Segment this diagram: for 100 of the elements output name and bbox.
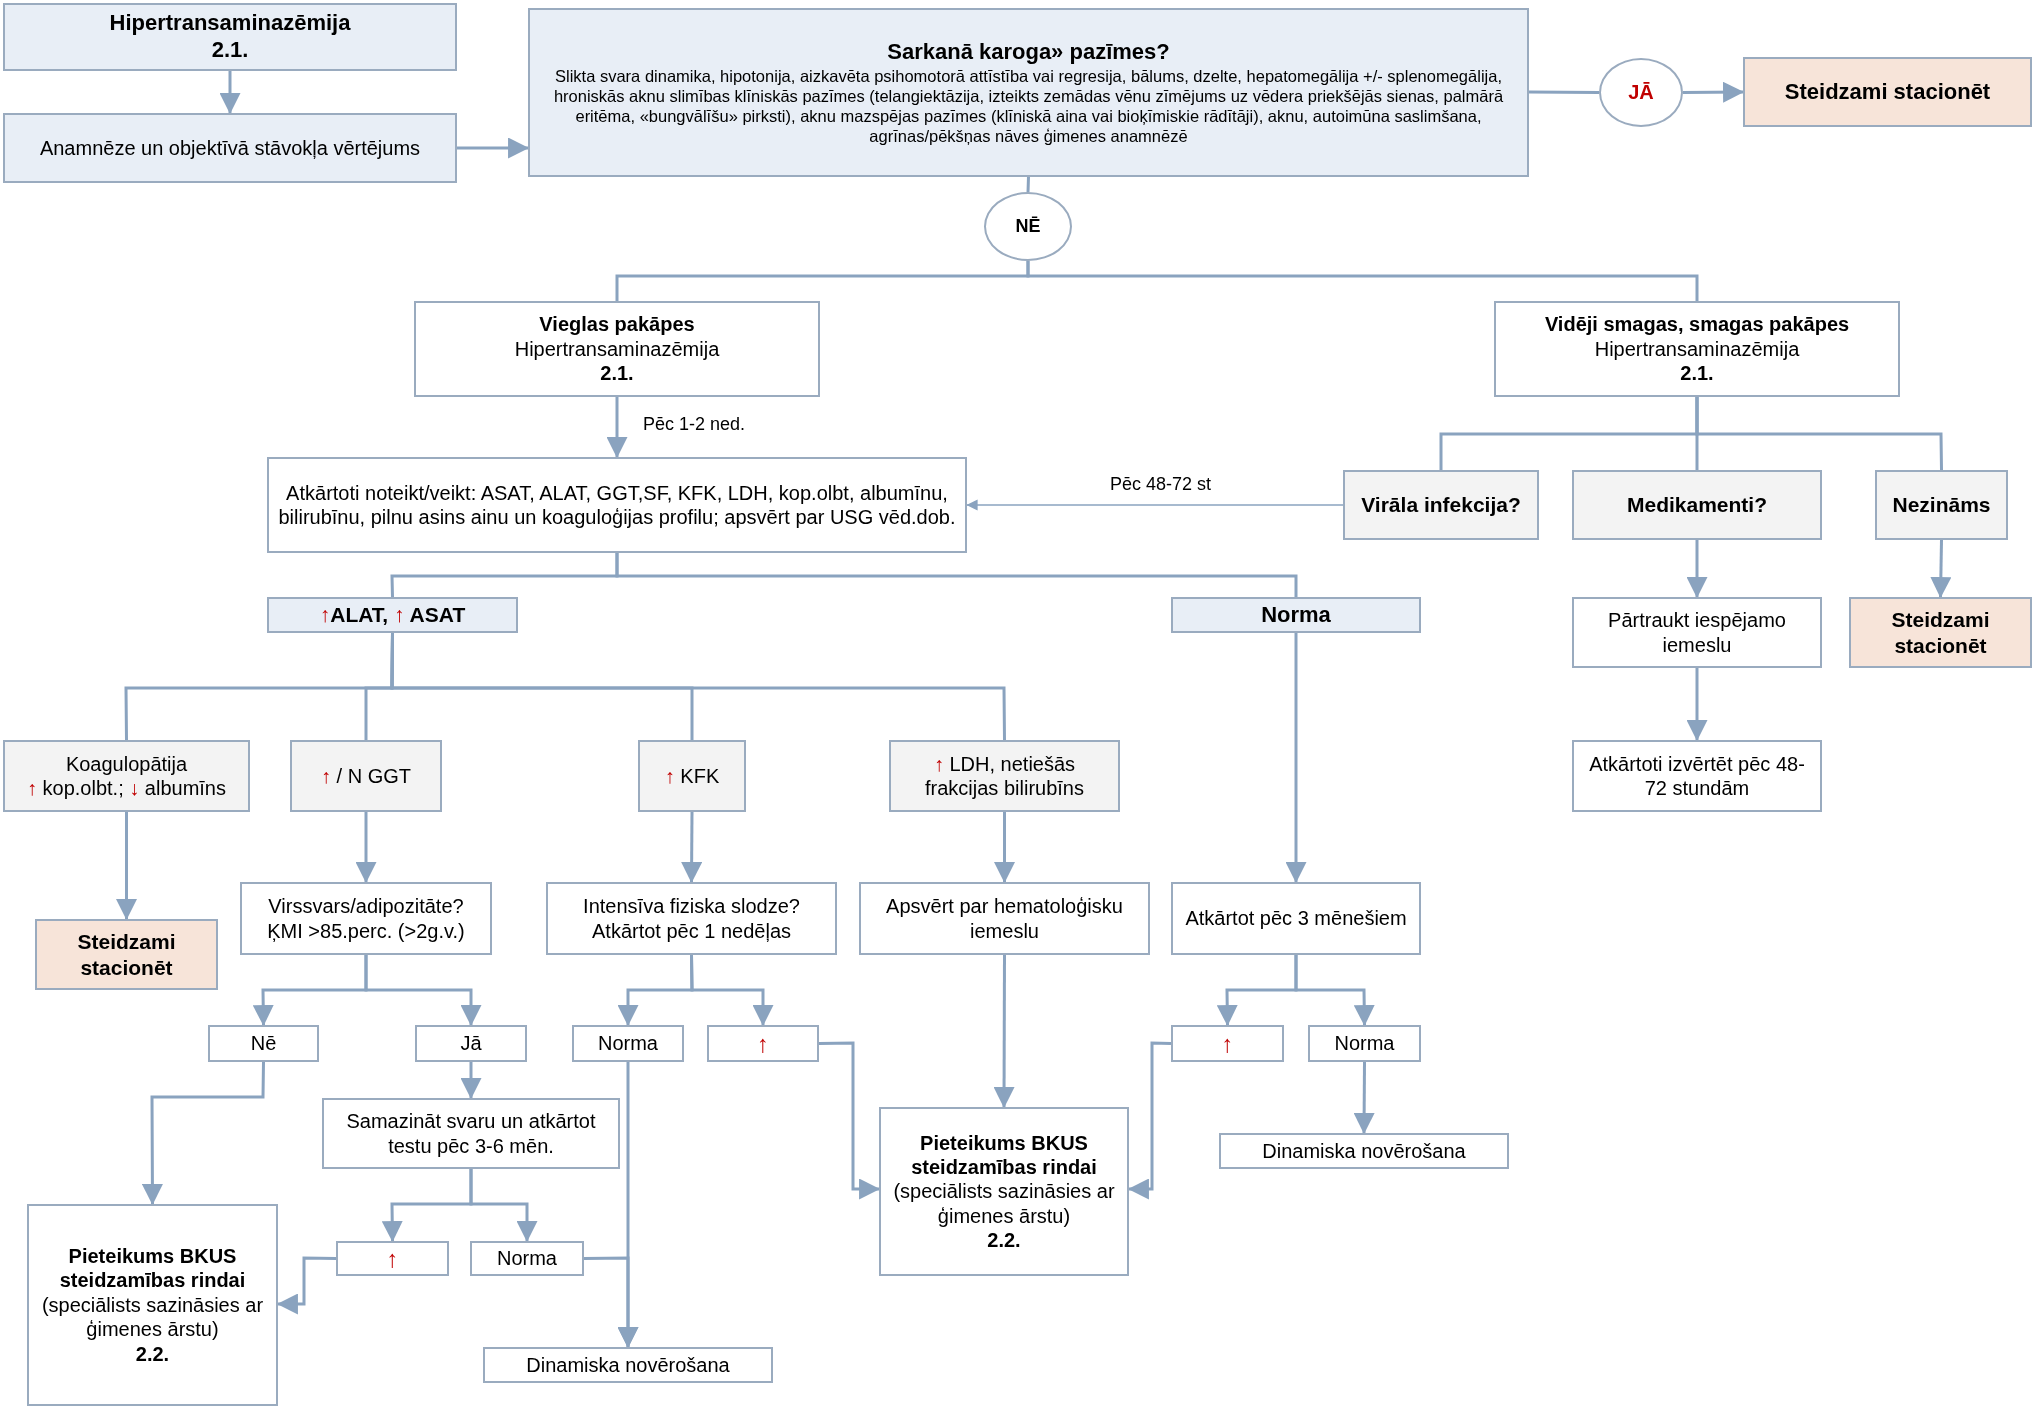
arrow: [364, 955, 482, 1027]
body-text: Norma: [598, 1031, 658, 1056]
process-box: [3, 3, 457, 71]
heading-text: Nezināms: [1892, 492, 1991, 518]
body-text: ↑ / N GGT: [321, 763, 411, 789]
heading-text: Hipertransaminazēmija: [109, 10, 351, 37]
body-text: Koagulopātija: [65, 751, 188, 776]
process-box: [415, 1025, 527, 1062]
body-text: ↑ kop.olbt.; ↓ albumīns: [27, 776, 226, 801]
arrow: [1930, 539, 1952, 599]
heading-text: JĀ: [1628, 80, 1654, 105]
process-box: [290, 740, 442, 812]
arrow: [993, 955, 1015, 1109]
heading-text: 2.1.: [211, 37, 249, 64]
body-text: (speciālists sazināsies ar ģimenes ārstu): [40, 1292, 265, 1342]
heading-text: Vidēji smagas, smagas pakāpes: [1544, 312, 1850, 337]
arrow: [457, 137, 530, 159]
connector-line: [615, 553, 1298, 597]
process-box: [1171, 882, 1421, 955]
heading-text: Norma: [1261, 601, 1331, 629]
body-text: Norma: [1334, 1031, 1395, 1056]
body-text: Norma: [497, 1246, 557, 1271]
process-box: [879, 1107, 1129, 1276]
body-text: Hipertransaminazēmija: [514, 336, 720, 362]
body-text: Dinamiska novērošana: [526, 1352, 730, 1378]
body-text: Pārtraukt iespējamo iemeslu: [1607, 608, 1787, 657]
process-box: [414, 301, 820, 397]
heading-text: Sarkanā karoga» pazīmes?: [887, 38, 1170, 66]
body-text: ↑: [1221, 1028, 1234, 1059]
body-text: Anamnēze un objektīvā stāvokļa vērtējums: [39, 135, 421, 161]
heading-text: 2.2.: [135, 1341, 170, 1366]
arrow: [141, 1061, 265, 1206]
process-box: [1494, 301, 1900, 397]
process-box: [267, 457, 967, 553]
process-box: [1219, 1133, 1509, 1169]
process-box: [859, 882, 1150, 955]
body-text: Dinamiska novērošana: [1262, 1138, 1466, 1164]
process-box: [27, 1204, 278, 1406]
body-text: Atkārtoti noteikt/veikt: ASAT, ALAT, GGT,SF, KFK, LDH, kop.olbt, albumīnu, bilirubīnu, pilnu asins ainu un koaguloģijas profilu; apsvērt par USG vēd.dob.: [277, 480, 957, 530]
process-box: [1171, 597, 1421, 633]
heading-text: Pieteikums BKUS steidzamības rindai: [58, 1244, 247, 1293]
process-box: [1343, 470, 1539, 540]
arrow: [355, 812, 377, 884]
arrow: [116, 812, 137, 921]
process-box: [470, 1241, 584, 1276]
connector-line: [1026, 261, 1699, 301]
process-box: [3, 113, 457, 183]
process-box: [638, 740, 746, 812]
body-text: ↑ LDH, netiešās frakcijas bilirubīns: [924, 751, 1085, 801]
arrow: [1683, 81, 1745, 103]
connector-line: [1695, 397, 1943, 471]
heading-text: Vieglas pakāpes: [539, 312, 695, 337]
process-box: [546, 882, 837, 955]
process-box: [1572, 470, 1822, 540]
urgent-box: [1743, 57, 2032, 127]
body-text: Samazināt svaru un atkārtot testu pēc 3-6 mēn.: [345, 1109, 597, 1158]
urgent-box: [1849, 597, 2032, 668]
body-text: Intensīva fiziska slodze? Atkārtot pēc 1 nedēļas: [582, 894, 801, 943]
arrow: [606, 397, 628, 459]
body-text: Atkārtoti izvērtēt pēc 48-72 stundām: [1588, 751, 1806, 801]
body-text: Slikta svara dinamika, hipotonija, aizkavēta psihomotorā attīstība vai regresija, bālums, dzelte, hepatomegālija +/- splenomegālija, hroniskās aknu slimības klīniskās pazīmes (telangiektāzija, izteikts zemādas vēnu zīmējums uz vēdera priekšējās sienas, palmārā eritēma, «bungvālīšu» pirksti), aknu mazspējas pazīmes (klīniskā aina vai bioķīmiskie rādītāji), aknu, autoimūna saslimšana, agrīnas/pēkšņas nāves ģimenes anamnēzē: [552, 65, 1505, 147]
connector-line: [1026, 176, 1030, 193]
heading-text: Steidzami stacionēt: [1784, 78, 1991, 106]
body-text: Jā: [460, 1031, 482, 1056]
process-box: [707, 1025, 819, 1062]
heading-text: 2.1.: [1680, 361, 1714, 386]
body-text: Virssvars/adipozitāte? ĶMI >85.perc. (>2g.v.): [266, 894, 466, 943]
process-box: [336, 1241, 449, 1276]
arrow: [1686, 668, 1708, 742]
arrow: [1353, 1062, 1375, 1135]
process-box: [322, 1098, 620, 1169]
arrow: [460, 1062, 482, 1100]
heading-text: Virāla infekcija?: [1361, 492, 1521, 518]
process-box: [572, 1025, 684, 1062]
body-text: Nē: [250, 1031, 277, 1056]
heading-text: Medikamenti?: [1627, 492, 1767, 518]
body-text: Atkārtot pēc 3 mēnešiem: [1185, 906, 1407, 931]
arrow: [1285, 633, 1307, 884]
body-text: Apsvērt par hematoloģisku iemeslu: [885, 894, 1124, 943]
heading-text: Steidzami stacionēt: [1890, 606, 1991, 659]
heading-text: 2.1.: [600, 361, 634, 386]
arrow: [219, 71, 241, 115]
process-box: [3, 740, 250, 812]
heading-text: NĒ: [1015, 215, 1041, 238]
arrow: [994, 812, 1015, 884]
body-text: ↑: [386, 1243, 399, 1274]
process-box: [1308, 1025, 1421, 1062]
arrow: [469, 1169, 538, 1243]
process-box: [1171, 1025, 1284, 1062]
heading-text: Pieteikums BKUS steidzamības rindai: [910, 1130, 1098, 1180]
process-box: [240, 882, 492, 955]
process-box: [208, 1025, 319, 1062]
process-box: [1572, 597, 1822, 668]
process-box: [1572, 740, 1822, 812]
arrow: [966, 499, 1344, 511]
arrow: [681, 812, 703, 884]
process-box: [889, 740, 1120, 812]
urgent-box: [35, 919, 218, 990]
connector-line: [1529, 90, 1599, 94]
body-text: (speciālists sazināsies ar ģimenes ārstu): [892, 1179, 1116, 1229]
